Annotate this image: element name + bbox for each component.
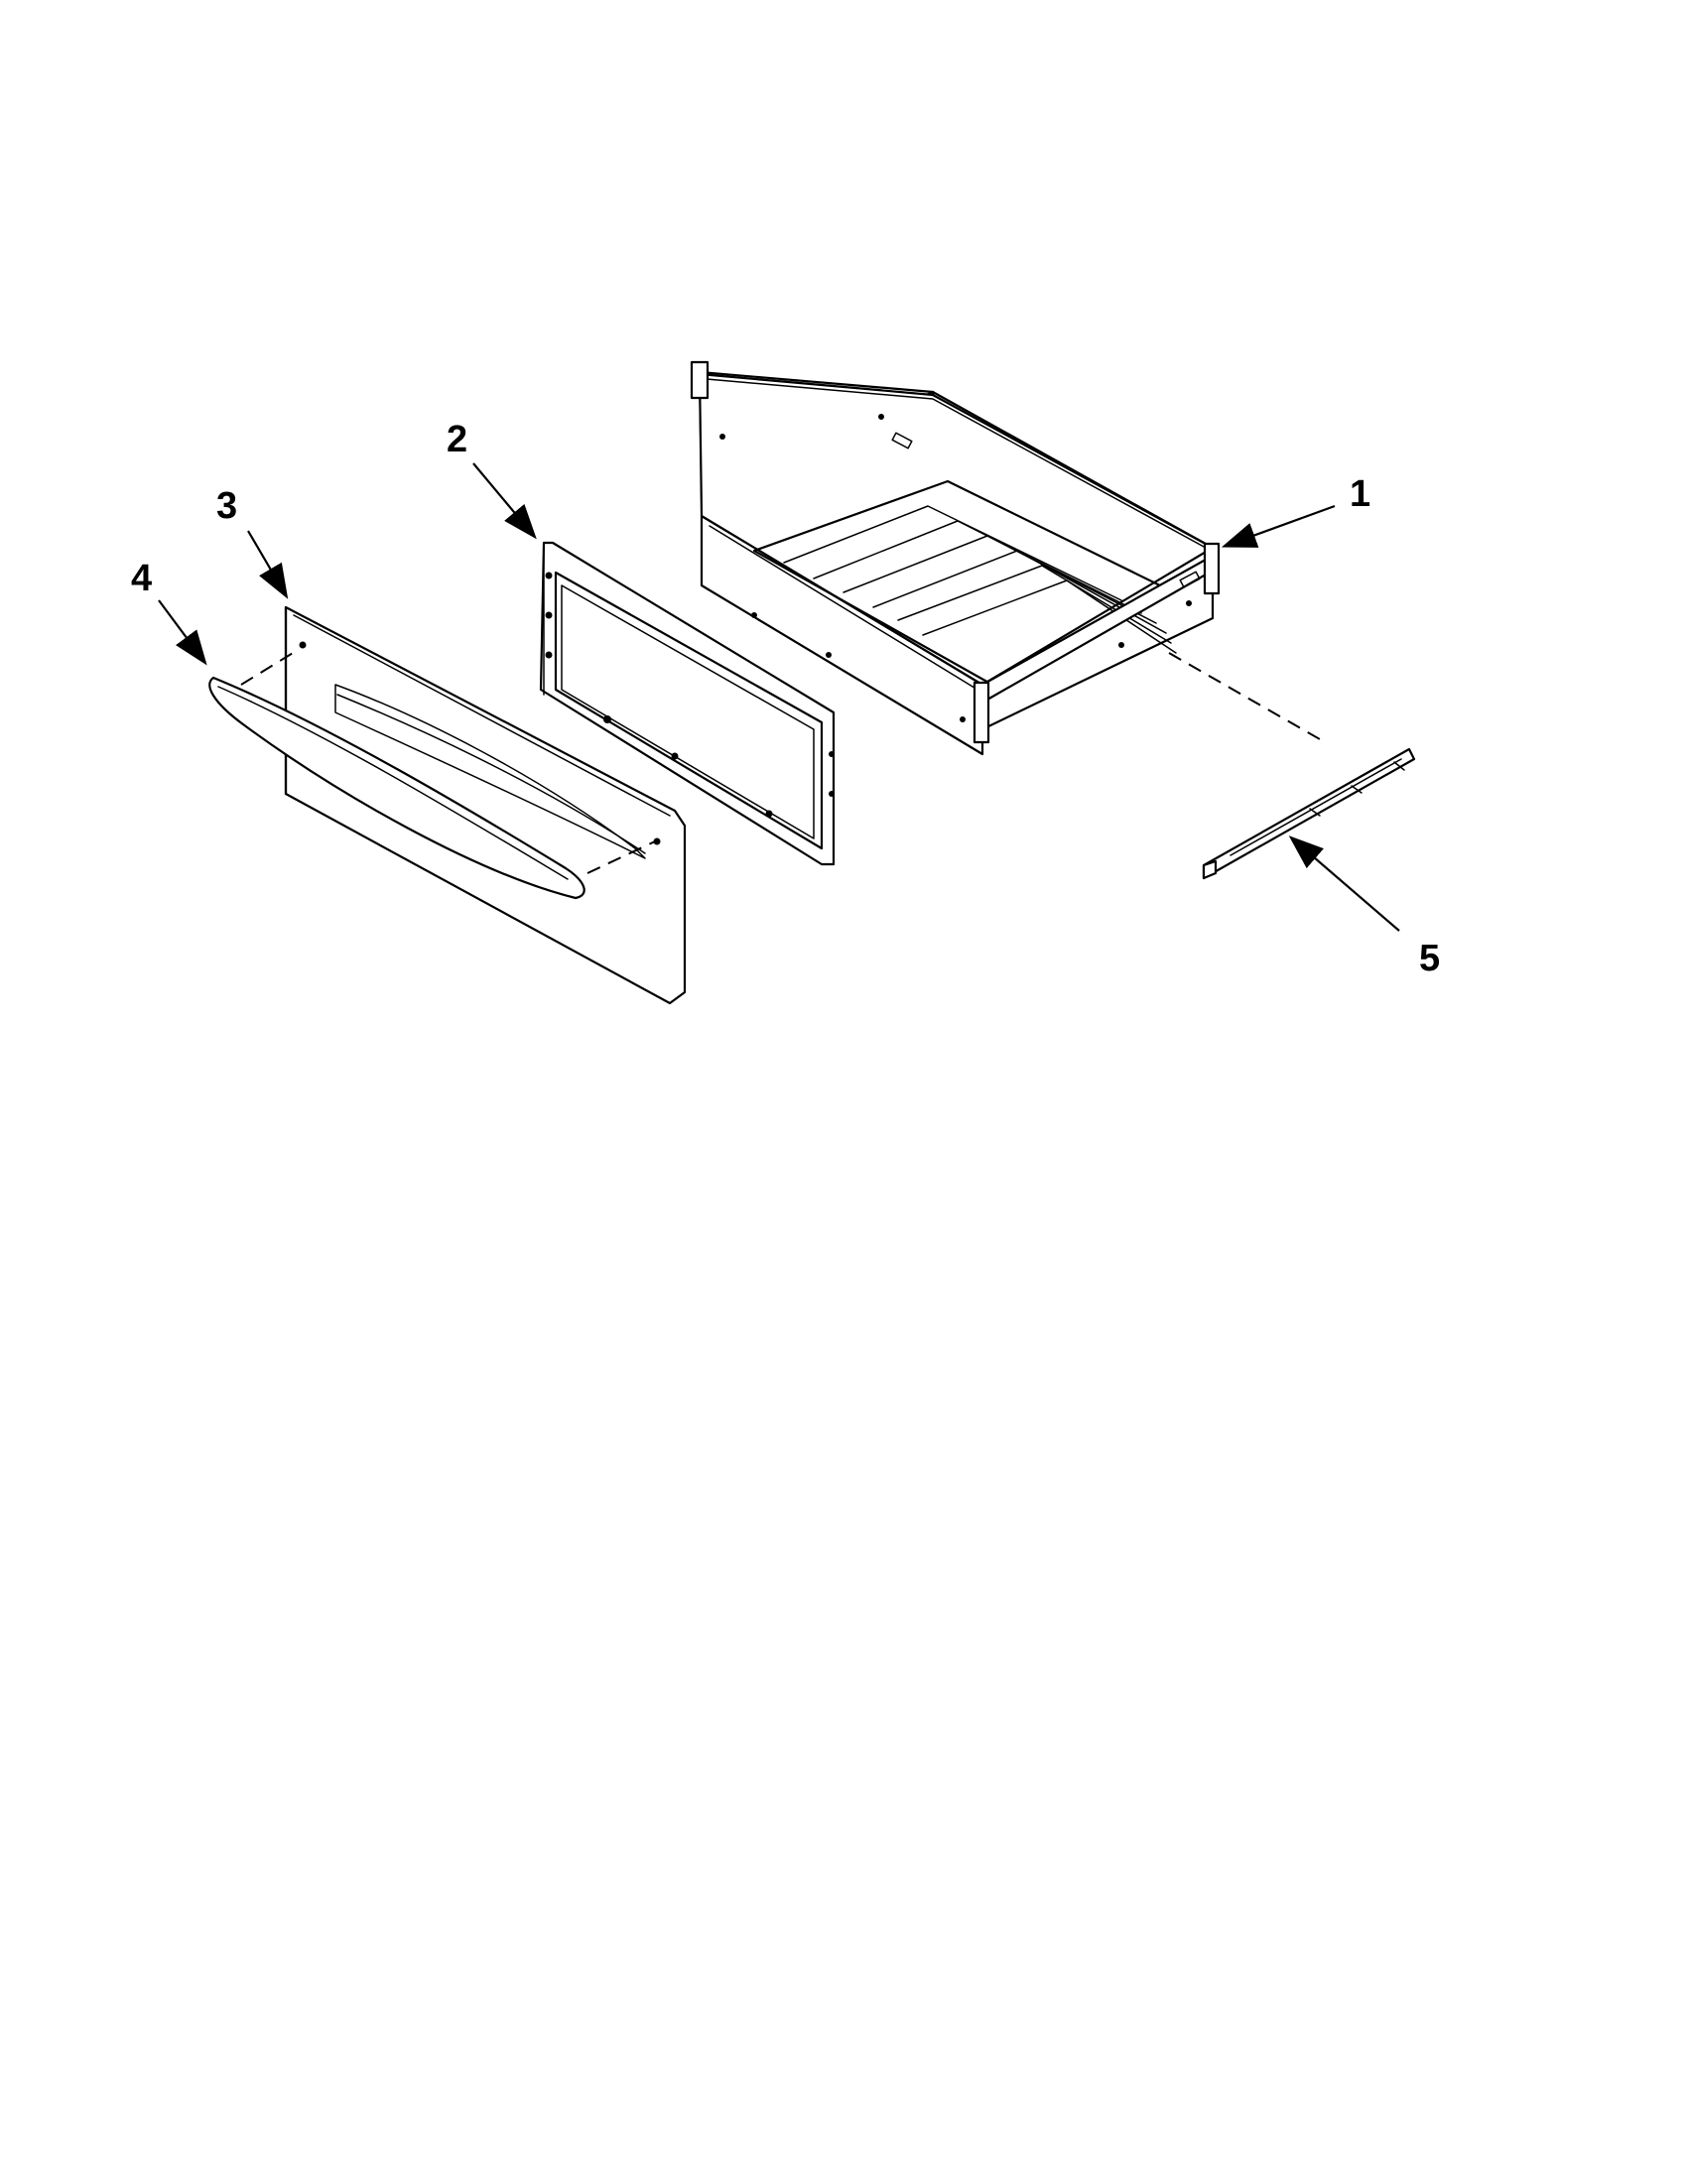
callout-number-5: 5 [1419, 938, 1440, 979]
leader-5 [1288, 835, 1400, 932]
callout-number-2: 2 [447, 419, 467, 460]
drawer-front-panel-part[interactable] [284, 605, 687, 1005]
callout-number-3: 3 [216, 485, 237, 527]
callout-number-4: 4 [131, 558, 152, 599]
inner-panel-part[interactable] [539, 541, 836, 866]
slide-rail-part[interactable] [1202, 747, 1416, 880]
leader-3 [247, 530, 289, 599]
handle-part[interactable] [208, 676, 585, 900]
drawer-box-part[interactable] [690, 360, 1221, 756]
callout-number-1: 1 [1350, 473, 1370, 515]
assembly-lines [240, 649, 1321, 874]
leader-4 [158, 599, 207, 666]
leader-2 [472, 462, 537, 540]
leader-1 [1221, 504, 1336, 548]
